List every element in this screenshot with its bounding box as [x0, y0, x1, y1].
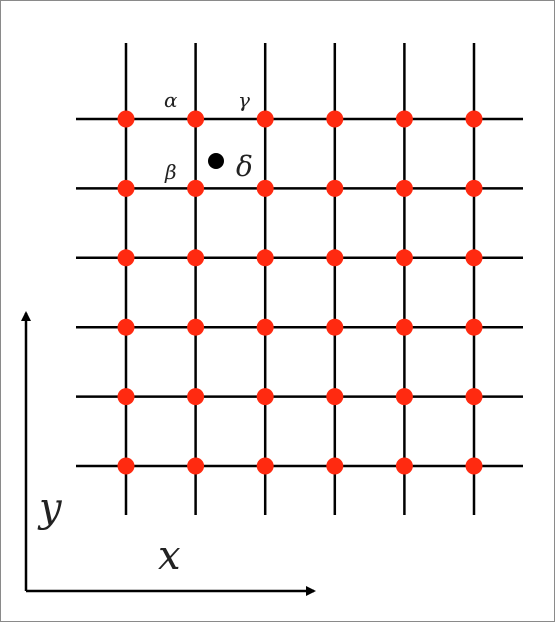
grid-node-r1-c4 [326, 110, 344, 128]
grid-node-r1-c3 [256, 110, 274, 128]
grid-node-r4-c6 [465, 318, 483, 336]
grid-node-r5-c4 [326, 388, 344, 406]
grid-node-r2-c1 [117, 179, 135, 197]
grid-node-r3-c4 [326, 249, 344, 267]
grid-node-r5-c5 [395, 388, 413, 406]
grid-node-r5-c2 [187, 388, 205, 406]
grid-node-r2-c3 [256, 179, 274, 197]
grid-node-r3-c2 [187, 249, 205, 267]
grid-node-r4-c4 [326, 318, 344, 336]
grid-node-r3-c6 [465, 249, 483, 267]
grid-node-r2-c6 [465, 179, 483, 197]
grid-node-r4-c2 [187, 318, 205, 336]
grid-node-r6-c5 [395, 457, 413, 475]
grid-node-r5-c6 [465, 388, 483, 406]
grid-node-r3-c1 [117, 249, 135, 267]
grid-node-r3-c3 [256, 249, 274, 267]
delta-label: δ [236, 150, 253, 183]
alpha-label: α [164, 88, 178, 112]
grid-node-r2-c4 [326, 179, 344, 197]
grid-node-r5-c1 [117, 388, 135, 406]
grid-node-r4-c5 [395, 318, 413, 336]
grid-node-r1-c6 [465, 110, 483, 128]
grid-node-r6-c1 [117, 457, 135, 475]
grid-node-r6-c2 [187, 457, 205, 475]
grid-node-r2-c5 [395, 179, 413, 197]
grid-node-r4-c3 [256, 318, 274, 336]
grid-lines [76, 43, 523, 515]
x-axis-label: x [158, 533, 181, 579]
delta-point [208, 153, 224, 169]
grid-node-r5-c3 [256, 388, 274, 406]
grid-node-r4-c1 [117, 318, 135, 336]
grid-node-r6-c6 [465, 457, 483, 475]
gamma-label: γ [238, 88, 250, 112]
grid-node-r2-c2 [187, 179, 205, 197]
grid-node-r1-c1 [117, 110, 135, 128]
grid-node-r3-c5 [395, 249, 413, 267]
beta-label: β [164, 160, 177, 184]
grid-node-r6-c3 [256, 457, 274, 475]
grid-node-r6-c4 [326, 457, 344, 475]
grid-node-r1-c5 [395, 110, 413, 128]
grid-node-r1-c2 [187, 110, 205, 128]
grid-nodes [117, 110, 483, 475]
y-axis-label: y [37, 485, 63, 531]
